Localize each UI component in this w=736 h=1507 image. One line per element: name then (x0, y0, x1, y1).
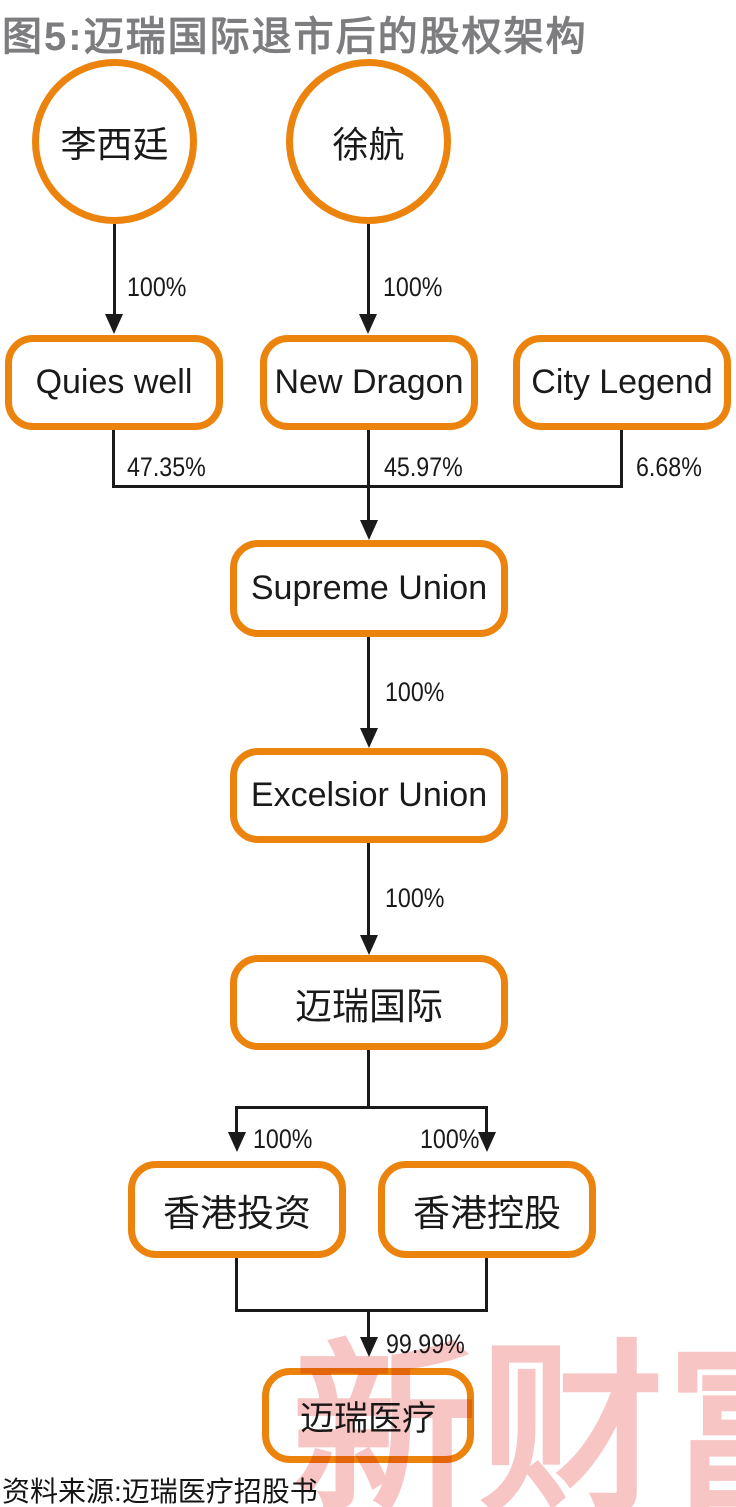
connector-newdragon-drop (367, 430, 370, 487)
arrowhead-icon (105, 314, 123, 334)
node-label: New Dragon (274, 363, 464, 401)
node-new-dragon: New Dragon (260, 335, 478, 430)
node-mindray-intl: 迈瑞国际 (230, 955, 508, 1050)
edge-label-supreme-excelsior: 100% (385, 677, 445, 707)
node-label: Excelsior Union (250, 776, 488, 814)
edge-label-to-medical: 99.99% (386, 1329, 465, 1359)
arrowhead-icon (360, 935, 378, 955)
connector-citylegend-drop (620, 430, 623, 487)
edge-label-quies-supreme: 47.35% (127, 452, 206, 482)
node-li-xiting: 李西廷 (32, 59, 197, 224)
page-title: 图5:迈瑞国际退市后的股权架构 (2, 15, 588, 59)
node-label: 徐航 (332, 123, 405, 165)
connector-to-supreme (367, 486, 370, 522)
arrowhead-icon (359, 314, 377, 334)
connector-to-medical (367, 1310, 370, 1339)
connector-split-right (485, 1107, 488, 1134)
node-city-legend: City Legend (513, 335, 731, 430)
connector-hkinvest-drop (235, 1258, 238, 1312)
arrowhead-icon (360, 520, 378, 540)
node-label: Supreme Union (250, 569, 488, 607)
arrowhead-icon (228, 1132, 246, 1152)
connector-quies-drop (112, 430, 115, 487)
node-mindray-medical: 迈瑞医疗 (262, 1368, 474, 1463)
connector-supreme-excelsior (367, 637, 370, 730)
connector-split-left (235, 1107, 238, 1134)
edge-label-li-quies: 100% (127, 272, 187, 302)
arrowhead-icon (360, 1337, 378, 1357)
node-label: 迈瑞国际 (295, 985, 443, 1027)
node-label: City Legend (531, 363, 713, 401)
edge-label-intl-hkholding: 100% (420, 1124, 480, 1154)
node-label: 李西廷 (60, 123, 169, 165)
connector-li-to-quies (113, 224, 116, 316)
node-hk-holding: 香港控股 (378, 1161, 596, 1258)
source-note: 资料来源:迈瑞医疗招股书 (2, 1476, 318, 1507)
connector-hkholding-drop (485, 1258, 488, 1312)
edge-label-citylegend-supreme: 6.68% (636, 452, 702, 482)
connector-intl-stem (367, 1050, 370, 1109)
node-excelsior-union: Excelsior Union (230, 748, 508, 843)
node-quies-well: Quies well (5, 335, 223, 430)
node-label: 香港投资 (163, 1192, 311, 1234)
connector-merge-bar-bottom (235, 1309, 488, 1312)
connector-xu-to-newdragon (367, 224, 370, 316)
node-hk-invest: 香港投资 (128, 1161, 346, 1258)
arrowhead-icon (478, 1132, 496, 1152)
arrowhead-icon (360, 728, 378, 748)
edge-label-excelsior-intl: 100% (385, 883, 445, 913)
node-label: 迈瑞医疗 (300, 1400, 436, 1438)
node-xu-hang: 徐航 (286, 59, 451, 224)
edge-label-xu-newdragon: 100% (383, 272, 443, 302)
connector-excelsior-intl (367, 843, 370, 937)
node-label: Quies well (35, 363, 193, 401)
connector-split-bar (235, 1106, 488, 1109)
edge-label-newdragon-supreme: 45.97% (384, 452, 463, 482)
node-supreme-union: Supreme Union (230, 540, 508, 637)
edge-label-intl-hkinvest: 100% (253, 1124, 313, 1154)
node-label: 香港控股 (413, 1192, 561, 1234)
